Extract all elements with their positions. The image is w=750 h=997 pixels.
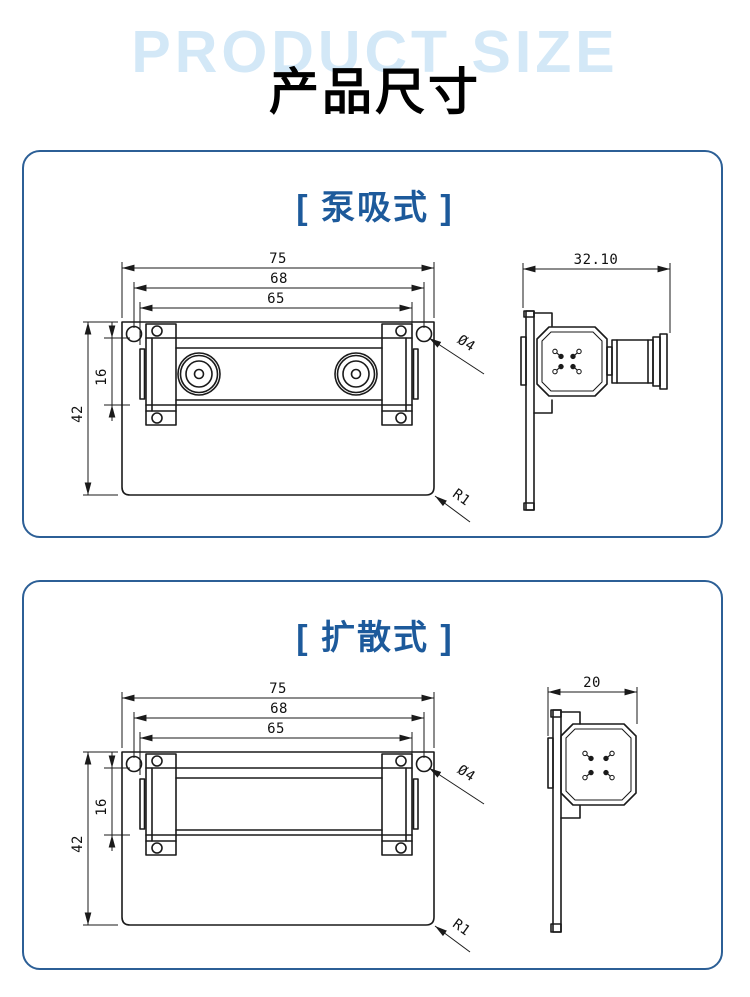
dim-height-overall-label: 42 xyxy=(70,835,86,853)
sensor-housing xyxy=(533,312,608,414)
sensor-assembly xyxy=(139,753,419,856)
watermark-text: PRODUCT SIZE xyxy=(131,19,619,85)
dim-height-overall-label: 42 xyxy=(70,405,86,423)
panel-pump-type xyxy=(22,150,723,538)
diffusion-side-view: 20 xyxy=(547,675,638,933)
dim-width-holes-label: 68 xyxy=(270,701,288,717)
dim-width-inner-label: 65 xyxy=(267,291,285,307)
mounting-plate xyxy=(121,321,435,496)
hole-diameter-label: Ø4 xyxy=(454,332,478,355)
corner-hole-right xyxy=(415,755,433,773)
sensor-pins xyxy=(552,348,582,375)
dim-width-overall-label: 75 xyxy=(269,681,287,697)
sensor-pins xyxy=(582,750,615,781)
panel-title-diffusion: [ 扩散式 ] xyxy=(296,619,454,657)
sensor-assembly xyxy=(139,323,419,426)
mounting-plate-edge xyxy=(547,709,562,933)
dim-width-overall-label: 75 xyxy=(269,251,287,267)
pump-front-view: 75 68 65 42 16 Ø4 R1 xyxy=(70,251,485,523)
pump-side-view: 32.10 xyxy=(520,252,671,511)
dim-height-inner-label: 16 xyxy=(94,798,110,816)
hole-diameter-label: Ø4 xyxy=(454,762,478,785)
dim-height-inner-label: 16 xyxy=(94,368,110,386)
hole-diameter-leader xyxy=(428,767,485,805)
pump-inlet-ports xyxy=(177,352,378,396)
corner-hole-left xyxy=(125,755,143,773)
corner-radius-label: R1 xyxy=(449,916,473,939)
gas-fitting-barrel xyxy=(606,333,668,390)
panel-title-pump: [ 泵吸式 ] xyxy=(296,189,454,227)
dim-width-inner-label: 65 xyxy=(267,721,285,737)
corner-radius-leader xyxy=(434,925,471,953)
corner-radius-leader xyxy=(434,495,471,523)
corner-radius-label: R1 xyxy=(449,486,473,509)
sensor-housing xyxy=(560,711,637,819)
dim-width-holes-label: 68 xyxy=(270,271,288,287)
dim-depth-label: 32.10 xyxy=(574,252,619,268)
hole-diameter-leader xyxy=(428,337,485,375)
corner-hole-left xyxy=(125,325,143,343)
mounting-plate-edge xyxy=(520,310,535,511)
corner-hole-right xyxy=(415,325,433,343)
diffusion-front-view: 75 68 65 42 16 Ø4 R1 xyxy=(70,681,485,953)
page-title: 产品尺寸 xyxy=(269,64,481,120)
extension-lines xyxy=(522,263,671,333)
mounting-plate xyxy=(121,751,435,926)
dim-depth-label: 20 xyxy=(583,675,601,691)
